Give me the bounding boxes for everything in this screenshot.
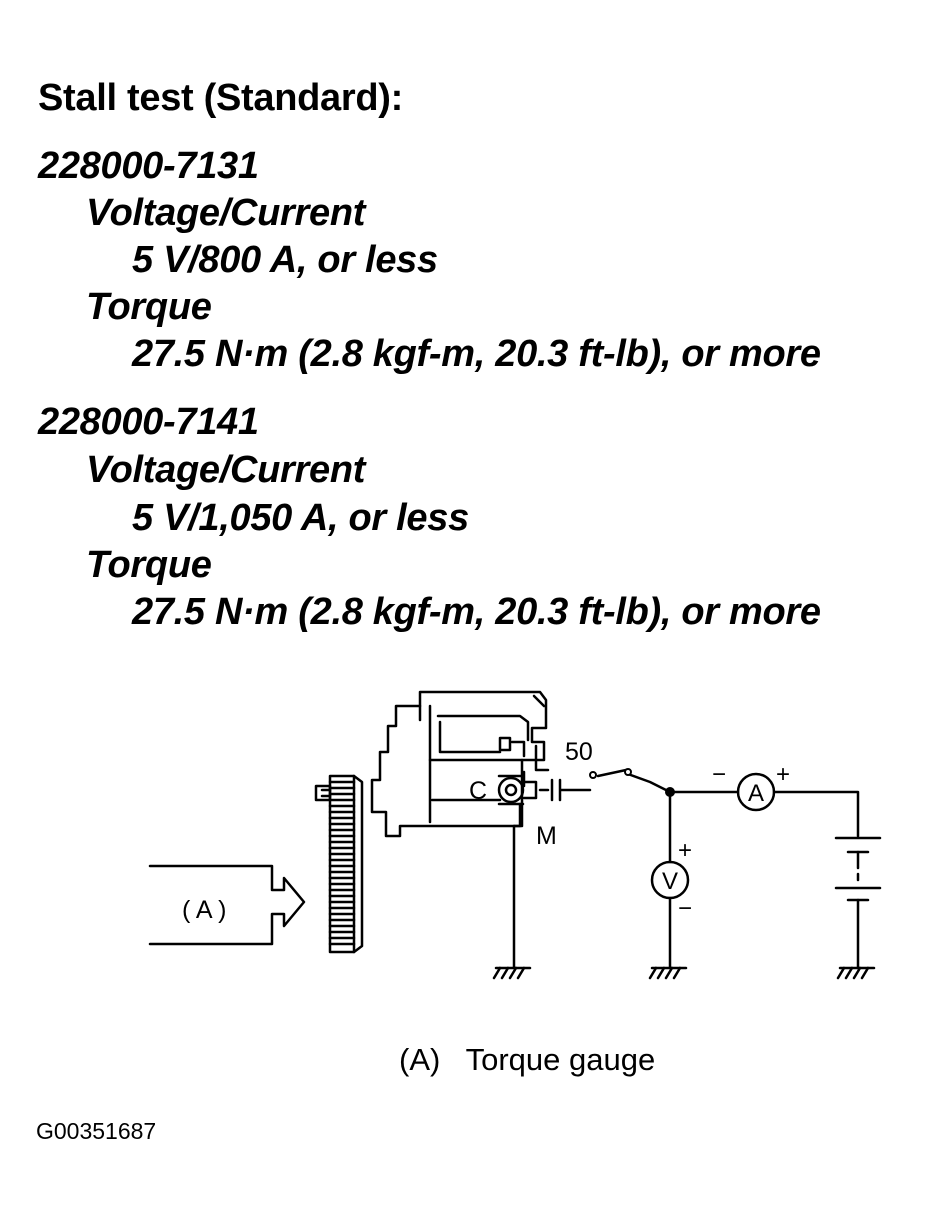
terminal-m-lead	[512, 802, 522, 828]
torque-value-2: 27.5 N·m (2.8 kgf-m, 20.3 ft-lb), or mor…	[132, 591, 821, 633]
junction-dot	[665, 787, 675, 797]
figure-id: G00351687	[36, 1118, 157, 1144]
torque-gauge-arm	[148, 864, 306, 946]
terminal-c-label: C	[469, 777, 487, 805]
voltage-label-2: Voltage/Current	[86, 449, 366, 491]
switch-contact	[626, 772, 672, 794]
ammeter-minus: −	[712, 761, 726, 788]
ammeter	[736, 772, 776, 812]
terminal-50-label: 50	[565, 738, 593, 766]
ground-voltmeter	[648, 966, 688, 980]
voltage-value-1: 5 V/800 A, or less	[132, 239, 438, 281]
ammeter-symbol: A	[748, 780, 764, 807]
ground-battery	[836, 966, 876, 980]
torque-label-2: Torque	[86, 544, 212, 586]
pinion-gear	[314, 774, 364, 954]
voltmeter-plus: +	[678, 837, 692, 864]
switch-pivot	[589, 771, 597, 779]
caption-text: Torque gauge	[465, 1042, 656, 1077]
terminal-m-label: M	[536, 822, 557, 850]
voltage-value-2: 5 V/1,050 A, or less	[132, 497, 469, 539]
voltage-label-1: Voltage/Current	[86, 192, 366, 234]
voltmeter-symbol: V	[662, 868, 678, 895]
caption-letter: (A)	[399, 1042, 441, 1077]
switch-terminal	[624, 768, 632, 776]
model-number-2: 228000-7141	[38, 401, 259, 443]
ammeter-plus: +	[776, 761, 790, 788]
switch-blade	[596, 768, 628, 778]
voltmeter	[650, 860, 690, 900]
ground-starter	[492, 966, 532, 980]
wire-50	[538, 778, 592, 802]
model-number-1: 228000-7131	[38, 145, 259, 187]
torque-value-1: 27.5 N·m (2.8 kgf-m, 20.3 ft-lb), or mor…	[132, 333, 821, 375]
page-heading: Stall test (Standard):	[38, 77, 403, 119]
terminal-c-post	[497, 770, 538, 806]
torque-label-1: Torque	[86, 286, 212, 328]
voltmeter-minus: −	[678, 895, 692, 922]
torque-gauge-label: ( A )	[182, 896, 226, 924]
starter-motor	[370, 690, 550, 838]
battery	[834, 836, 882, 970]
wire-ammeter-battery	[772, 790, 860, 838]
figure-caption: (A) Torque gauge	[399, 1042, 655, 1078]
